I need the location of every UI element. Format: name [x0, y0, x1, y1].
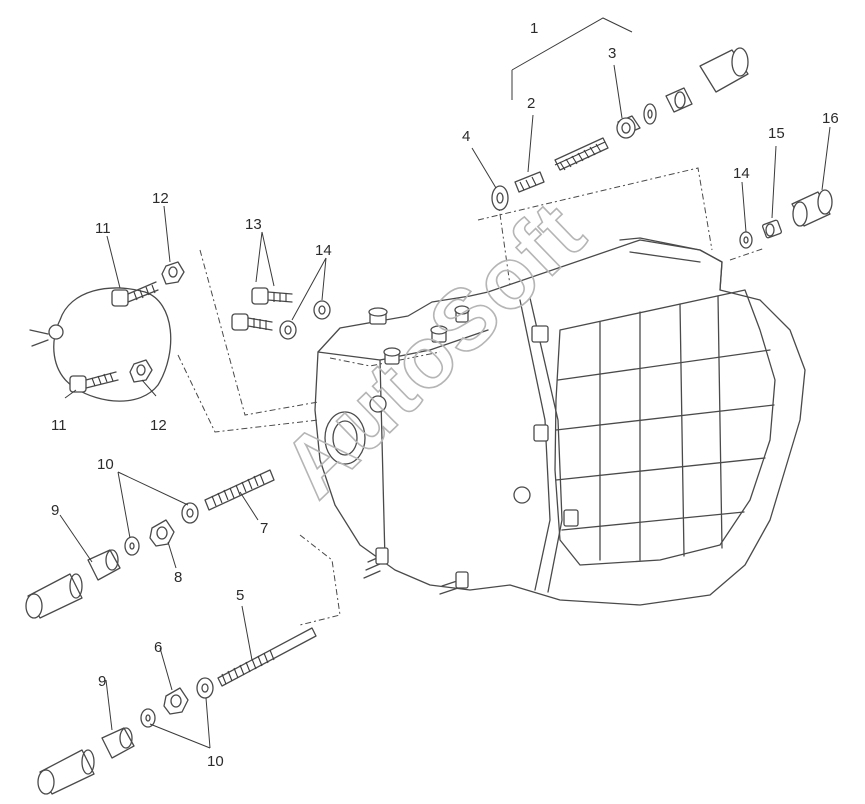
callout-12-upper: 12 [152, 190, 169, 207]
top-bolts [368, 305, 470, 365]
bolts-13-group [231, 287, 331, 340]
callout-2: 2 [527, 95, 535, 112]
leader-lines [59, 17, 831, 749]
callout-10-upper: 10 [97, 456, 114, 473]
right-plug-group [739, 189, 833, 249]
alignment-lines [177, 167, 766, 626]
callout-14-left: 14 [315, 242, 332, 259]
middle-shift-rod-group [25, 469, 275, 619]
callout-15: 15 [768, 125, 785, 142]
callout-12-lower: 12 [150, 417, 167, 434]
callout-7: 7 [260, 520, 268, 537]
housing-ribs [554, 289, 776, 566]
cover-plate-group [29, 261, 185, 402]
callout-11-upper: 11 [95, 220, 111, 237]
top-shift-rod-group [491, 47, 749, 211]
callout-9-lower: 9 [98, 673, 106, 690]
callout-5: 5 [236, 587, 244, 604]
callout-16: 16 [822, 110, 839, 127]
bolt-11-upper [111, 281, 159, 307]
callout-8: 8 [174, 569, 182, 586]
lower-shift-rod-group [37, 627, 317, 795]
callout-14-right: 14 [733, 165, 750, 182]
callout-3: 3 [608, 45, 616, 62]
callout-13: 13 [245, 216, 262, 233]
bottom-studs [363, 547, 469, 595]
callout-10-lower: 10 [207, 753, 224, 770]
callout-6: 6 [154, 639, 162, 656]
callout-11-lower: 11 [51, 417, 67, 434]
callout-1: 1 [530, 20, 538, 37]
callout-4: 4 [462, 128, 470, 145]
gearbox-housing [314, 237, 806, 606]
callout-9-upper: 9 [51, 502, 59, 519]
bolt-11-lower [69, 371, 119, 393]
callout-labels: 1 2 3 4 5 6 7 8 9 9 10 10 11 11 12 12 13… [51, 20, 839, 770]
